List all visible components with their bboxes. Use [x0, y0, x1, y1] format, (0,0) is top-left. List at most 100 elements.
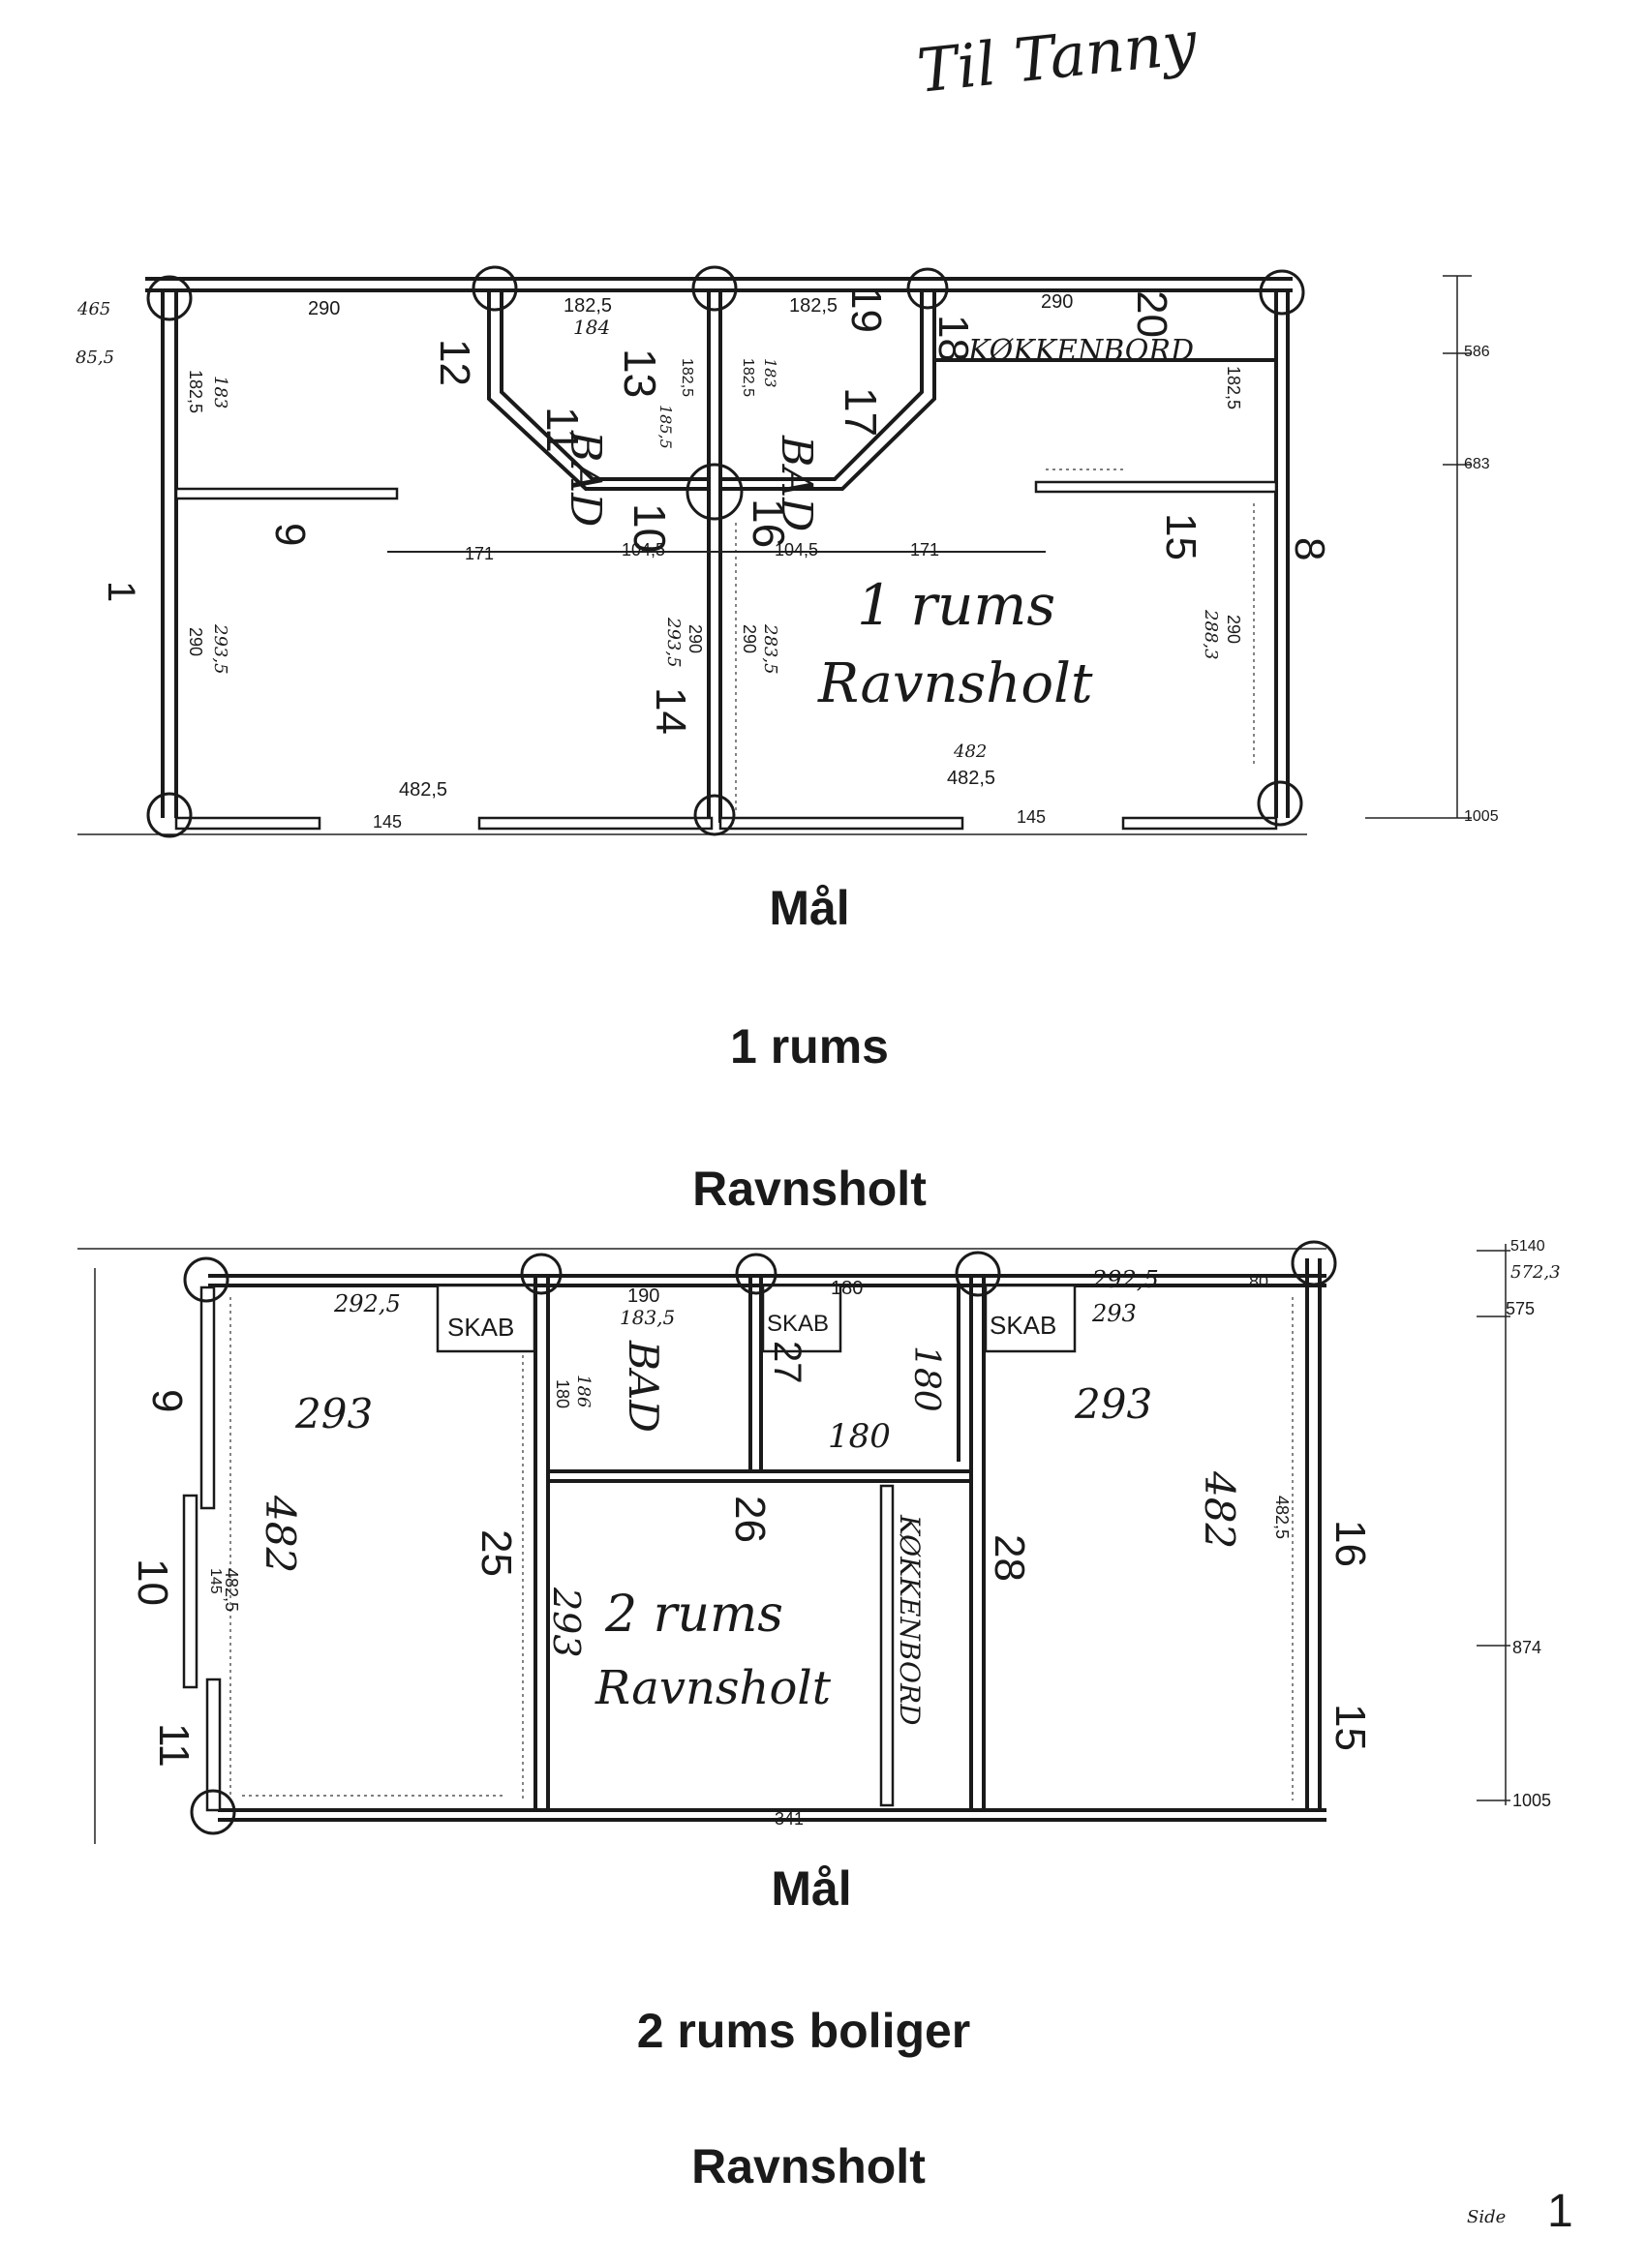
plan1-column-1: [146, 275, 193, 321]
plan1-dim-left-upper: 182,5: [186, 370, 205, 413]
plan2-window-10: [182, 1494, 198, 1689]
plan1-wall-16: 16: [744, 499, 794, 548]
plan-2-rums: 9 10 11 25 26 27 28 16 15 BAD SKAB SKAB …: [77, 1238, 1561, 2193]
plan1-dim-bad-inner-c: 182,5: [740, 358, 756, 397]
plan1-dim-bottom-145a: 145: [373, 812, 402, 832]
plan2-dim-top-small: 180: [831, 1278, 863, 1299]
plan2-wall-15: 15: [1326, 1704, 1374, 1751]
plan2-dim-bottom-341: 341: [775, 1809, 804, 1829]
plan2-dim-win-left-b: 145: [207, 1568, 224, 1594]
plan2-wall-9: 9: [143, 1389, 191, 1412]
plan1-dim-104a: 104,5: [622, 540, 665, 559]
plan1-dim-171b: 171: [910, 540, 939, 559]
plan2-dim-top-right-a: 292,5: [1091, 1266, 1159, 1293]
plan1-dim-bottom-right-a: 482: [953, 741, 987, 762]
plan2-wall-16: 16: [1326, 1520, 1374, 1567]
plan2-caption-type: 2 rums boliger: [637, 2004, 971, 2058]
plan2-dim-bad-right: 180: [906, 1346, 946, 1412]
plan1-dim-left-upper-b: 183: [210, 376, 230, 408]
plan2-dim-top-left: 292,5: [333, 1290, 401, 1317]
plan2-bad-label: BAD: [620, 1340, 667, 1433]
plan1-wall-9: 9: [266, 523, 314, 546]
plan2-dim-bad-side-a: 180: [553, 1379, 572, 1408]
plan2-dim-top-right-b: 293: [1091, 1300, 1137, 1327]
plan1-partition-left: [174, 487, 399, 500]
plan1-dim-left-lower: 290: [186, 627, 205, 656]
plan1-dim-top-right: 290: [1041, 291, 1073, 313]
plan1-partition-right: [1034, 480, 1278, 494]
page-mark: Side: [1467, 2207, 1506, 2227]
plan1-column-6: [686, 463, 744, 521]
plan1-dim-bad-inner-d: 183: [761, 358, 779, 388]
plan1-bad-right-wall-inner: [720, 290, 924, 481]
plan2-column-1: [183, 1256, 229, 1303]
plan1-wall-20: 20: [1128, 290, 1175, 338]
plan2-window-11: [205, 1678, 222, 1812]
plan1-wall-1: 1: [100, 581, 142, 602]
plan1-bad-left-label: BAD: [561, 430, 610, 527]
plan1-dim-bad-inner-b: 185,5: [656, 405, 675, 449]
plan2-caption-place: Ravnsholt: [691, 2139, 926, 2193]
plan1-wall-18: 18: [930, 315, 977, 362]
plan2-room-label-2: Ravnsholt: [594, 1661, 832, 1715]
plan1-bad-left-wall-inner: [500, 290, 709, 481]
plan2-skab-3: [984, 1284, 1077, 1353]
plan1-dim-right-upper: 182,5: [1224, 366, 1243, 409]
plan1-dim-bottom-left: 482,5: [399, 779, 447, 801]
plan2-window-9: [199, 1285, 216, 1510]
plan1-dim-104b: 104,5: [775, 540, 818, 559]
plan2-dim-bad-side-b: 186: [573, 1375, 594, 1407]
page-number: 1: [1547, 2186, 1573, 2237]
plan1-dim-center-lower-d: 283,5: [760, 623, 780, 675]
plan1-wall-12: 12: [431, 339, 478, 386]
plan1-dim-bottom-145b: 145: [1017, 807, 1046, 827]
plan2-column-6: [190, 1789, 236, 1835]
plan1-wall-8: 8: [1286, 537, 1333, 560]
plan2-wall-27: 27: [766, 1341, 808, 1384]
plan1-side-683: 683: [1464, 456, 1490, 472]
plan1-window-1: [174, 816, 321, 831]
plan1-dim-far-left-b: 85,5: [76, 348, 114, 368]
plan1-column-4: [906, 267, 949, 310]
plan2-side-1005: 1005: [1512, 1791, 1551, 1810]
plan1-dim-top-left: 290: [308, 298, 340, 319]
handwritten-note: Til Tanny: [914, 7, 1201, 106]
plan2-dim-win-left-a: 482,5: [222, 1568, 241, 1612]
plan1-column-8: [693, 794, 736, 836]
plan1-wall-19: 19: [842, 286, 890, 333]
plan2-kitchen-label: KØKKENBORD: [894, 1514, 926, 1725]
plan2-wall-10: 10: [129, 1558, 176, 1606]
plan1-dim-right-lower: 290: [1224, 615, 1243, 644]
plan1-wall-14: 14: [647, 687, 694, 735]
plan1-dim-171a: 171: [465, 544, 494, 563]
plan2-column-5: [1291, 1240, 1337, 1286]
plan2-kitchen-counter: [879, 1484, 895, 1807]
plan2-dim-bad-bottom: 180: [828, 1417, 891, 1456]
plan1-column-3: [691, 265, 738, 312]
plan1-dim-center-lower-c: 290: [740, 624, 759, 653]
plan1-dim-bottom-right-b: 482,5: [947, 768, 995, 789]
plan2-column-2: [520, 1253, 563, 1295]
plan1-kitchen-label: KØKKENBORD: [967, 334, 1194, 368]
plan1-column-9: [1257, 780, 1303, 827]
plan2-wall-25: 25: [472, 1529, 520, 1577]
plan2-dim-top-bad-a: 190: [627, 1285, 659, 1307]
plan2-side-575: 575: [1506, 1299, 1535, 1318]
plan2-side-5723: 572,3: [1510, 1262, 1561, 1283]
plan2-skab-1: [436, 1284, 536, 1353]
plan1-wall-17: 17: [836, 387, 886, 437]
plan1-window-2: [477, 816, 714, 831]
plan2-dim-depth-right: 482: [1196, 1470, 1243, 1549]
plan2-dim-center-293: 293: [545, 1587, 588, 1658]
plan2-side-874: 874: [1512, 1638, 1541, 1657]
plan1-dim-far-left-a: 465: [76, 299, 110, 319]
plan2-wall-11: 11: [150, 1723, 198, 1768]
plan2-wall-26: 26: [726, 1496, 774, 1543]
plan2-dim-top-bad-b: 183,5: [620, 1306, 675, 1329]
plan2-side-5140: 5140: [1510, 1238, 1545, 1255]
plan1-dim-center-lower-b: 293,5: [663, 617, 684, 668]
plan1-dim-top-bad1-b: 184: [573, 316, 610, 339]
plan1-wall-13: 13: [615, 348, 665, 398]
plan1-dim-bad-inner-a: 182,5: [679, 358, 695, 397]
